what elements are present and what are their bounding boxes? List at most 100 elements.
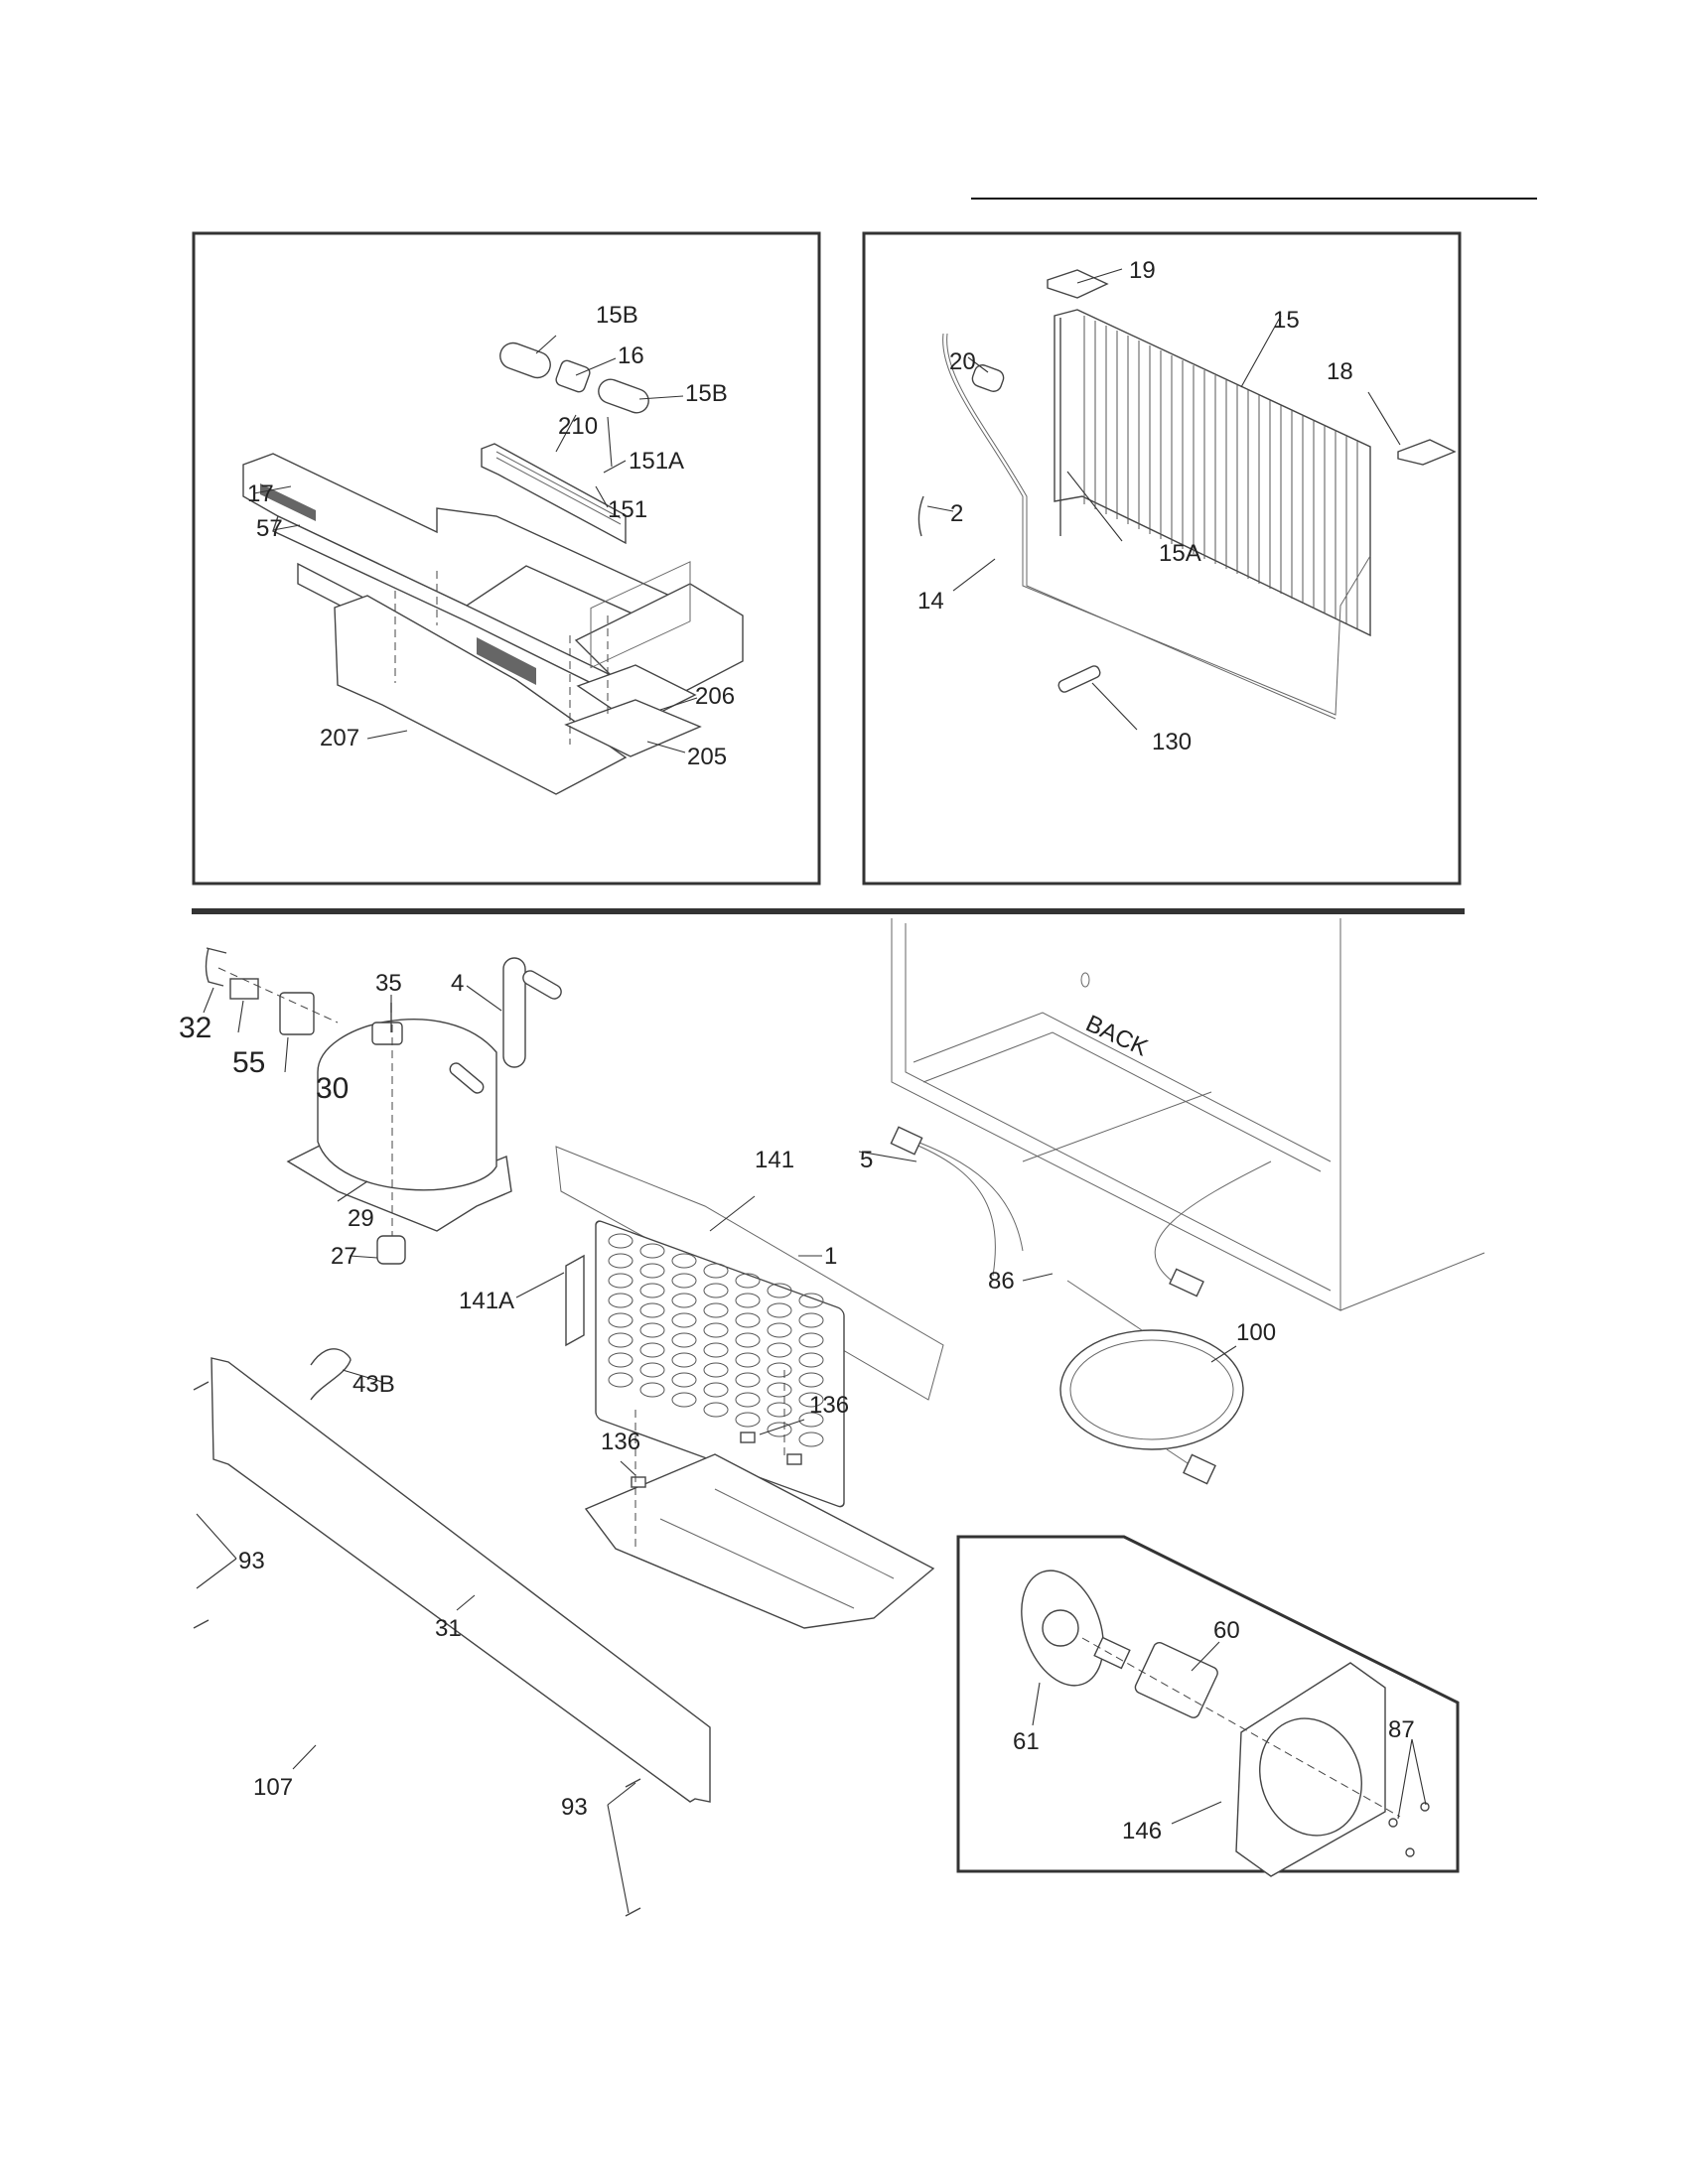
condenser-coil-loop — [798, 1293, 824, 1308]
condenser-coil-loop — [703, 1302, 729, 1318]
condenser-1 — [595, 1220, 845, 1508]
insulator-141a — [565, 1254, 585, 1347]
callout-136: 136 — [809, 1392, 849, 1419]
lamp-15b-right — [598, 378, 649, 414]
condenser-coil-loop — [703, 1342, 729, 1358]
condenser-coil-loop — [671, 1312, 697, 1328]
callout-32: 32 — [179, 1012, 211, 1044]
cabinet-back: BACK — [891, 918, 1485, 1311]
callout-146: 146 — [1122, 1818, 1162, 1844]
panel-evaporator-frame — [862, 231, 1462, 886]
wire-14 — [942, 333, 1371, 716]
overload-30 — [279, 992, 315, 1035]
condenser-coil-loop — [671, 1392, 697, 1408]
condenser-coil-loop — [798, 1392, 824, 1408]
panel-machine-compartment: BACK — [179, 918, 1485, 1917]
connector — [1169, 1268, 1204, 1297]
condenser-coil-loop — [703, 1402, 729, 1418]
grille-left — [260, 483, 316, 521]
callout-206: 206 — [695, 683, 735, 710]
condenser-coil-loop — [767, 1322, 792, 1338]
condenser-coil-loop — [798, 1372, 824, 1388]
power-cord-100 — [1059, 1329, 1244, 1450]
condenser-coil-loop — [735, 1352, 761, 1368]
condenser-coil-loop — [735, 1372, 761, 1388]
condenser-coil-loop — [671, 1293, 697, 1308]
condenser-coil-loop — [639, 1362, 665, 1378]
callout-31: 31 — [435, 1615, 462, 1642]
panel-dispenser: 15B 16 15B 210 151A 151 17 57 206 205 20… — [242, 302, 744, 795]
callout-18: 18 — [1327, 358, 1353, 385]
condenser-coil-loop — [608, 1293, 633, 1308]
baffle-141 — [555, 1146, 944, 1401]
clip-2 — [917, 495, 924, 537]
callout-2: 2 — [950, 500, 963, 527]
callout-93: 93 — [561, 1794, 588, 1821]
callout-207: 207 — [320, 725, 359, 751]
callout-136: 136 — [601, 1429, 640, 1455]
insulator-18 — [1397, 439, 1457, 466]
condenser-coil-loop — [735, 1392, 761, 1408]
callout-20: 20 — [949, 348, 976, 375]
drier-inlet — [522, 970, 562, 1000]
callout-4: 4 — [451, 970, 464, 997]
callout-100: 100 — [1236, 1319, 1276, 1346]
callout-130: 130 — [1152, 729, 1192, 755]
condenser-coil-loop — [767, 1422, 792, 1437]
callout-14: 14 — [917, 588, 944, 614]
grille-right — [477, 637, 536, 685]
condenser-coil-loop — [767, 1302, 792, 1318]
callout-86: 86 — [988, 1268, 1015, 1295]
callout-60: 60 — [1213, 1617, 1240, 1644]
callout-151: 151 — [608, 496, 647, 523]
condenser-coil-loop — [703, 1322, 729, 1338]
wire-harness-5 — [903, 1091, 1272, 1282]
condenser-coil-loop — [671, 1253, 697, 1269]
condenser-coil-loop — [767, 1283, 792, 1298]
condenser-coil-loop — [608, 1312, 633, 1328]
callout-15b: 15B — [596, 302, 638, 329]
condenser-coil-loop — [639, 1382, 665, 1398]
condenser-coil-loop — [639, 1263, 665, 1279]
callout-1: 1 — [824, 1243, 837, 1270]
condenser-coil-loop — [639, 1283, 665, 1298]
condenser-coil-loop — [735, 1312, 761, 1328]
grommet-27 — [376, 1235, 406, 1265]
condenser-coil-loop — [608, 1352, 633, 1368]
fan-shroud-146 — [1235, 1662, 1386, 1877]
callout-5: 5 — [860, 1147, 873, 1173]
lamp-socket-16 — [555, 359, 591, 393]
condenser-coil-loop — [798, 1332, 824, 1348]
rubber-136 — [740, 1432, 756, 1443]
callout-107: 107 — [253, 1774, 293, 1801]
panel-evaporator: 19 15 18 20 2 15A 14 130 — [917, 257, 1457, 755]
callout-19: 19 — [1129, 257, 1156, 284]
callout-17: 17 — [247, 480, 274, 507]
thermostat-20 — [971, 364, 1005, 392]
condenser-coil-loop — [608, 1253, 633, 1269]
fan-blade-61 — [1021, 1570, 1104, 1687]
panel-dispenser-frame — [192, 231, 821, 886]
callout-29: 29 — [348, 1205, 374, 1232]
callout-16: 16 — [618, 342, 644, 369]
base-pan-31 — [584, 1453, 935, 1629]
housing-window — [590, 561, 691, 669]
grid-205 — [564, 699, 702, 757]
insulator-19 — [1047, 269, 1109, 299]
condenser-coil-loop — [767, 1382, 792, 1398]
condenser-coil-loop — [703, 1362, 729, 1378]
condenser-coil-loop — [671, 1332, 697, 1348]
compressor-shell — [317, 1019, 497, 1191]
screw-87 — [1388, 1802, 1430, 1857]
condenser-coil-loop — [639, 1243, 665, 1259]
drier-4 — [502, 957, 526, 1068]
rubber-136 — [631, 1476, 646, 1488]
condenser-coil-loop — [639, 1302, 665, 1318]
condenser-coil-loop — [735, 1332, 761, 1348]
compressor-terminal — [371, 1022, 403, 1045]
rubber-136 — [786, 1453, 802, 1465]
condenser-coil-loop — [703, 1382, 729, 1398]
clip-43b — [310, 1348, 352, 1401]
screw-93 — [193, 1381, 641, 1917]
